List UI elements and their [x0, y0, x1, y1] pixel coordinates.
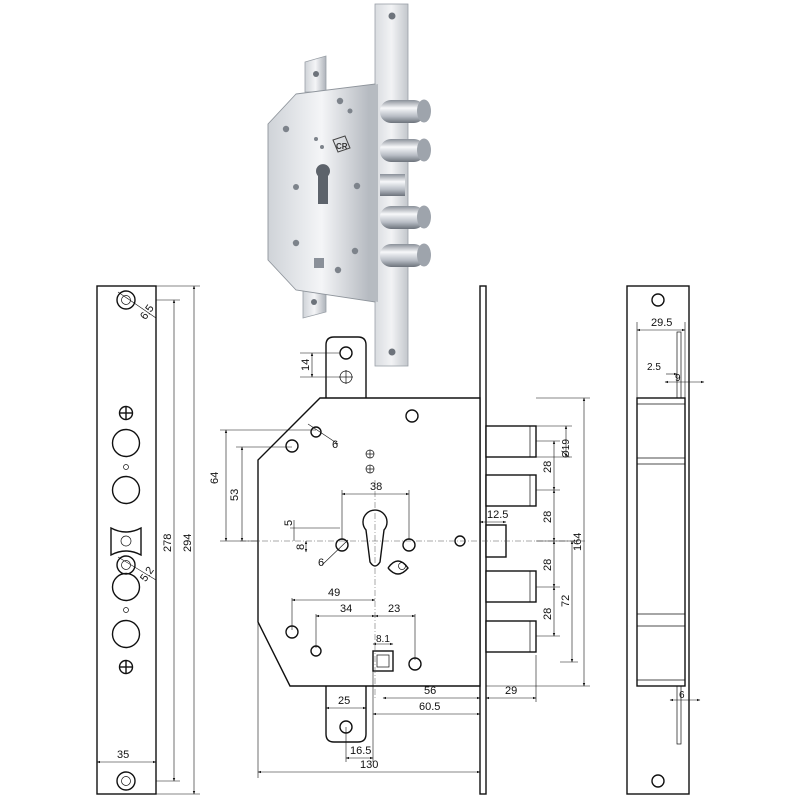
dim-56: 56 — [424, 685, 436, 697]
dim-2-5: 2.5 — [647, 362, 661, 373]
dim-28-c: 28 — [542, 559, 554, 571]
follower-square — [372, 650, 394, 672]
render-logo: CR — [332, 135, 351, 153]
plate-screw-hole-top — [116, 290, 136, 310]
render-screw-hole — [388, 12, 396, 20]
dim-16-5: 16.5 — [350, 745, 371, 757]
front-plate-outline — [96, 285, 157, 795]
side-body — [636, 397, 686, 687]
body-top-tab — [325, 336, 367, 398]
body-bolts — [485, 425, 537, 653]
forend-strip — [479, 285, 487, 795]
dim-130: 130 — [360, 759, 378, 771]
plus-hole-icon — [118, 405, 134, 421]
side-top-pin — [676, 331, 682, 399]
lock-render: CR — [267, 3, 431, 367]
dim-49: 49 — [328, 587, 340, 599]
dim-53: 53 — [229, 489, 241, 501]
plate-bolt-hole — [111, 572, 141, 602]
render-follower — [314, 258, 324, 268]
dim-25: 25 — [338, 695, 350, 707]
dim-28-d: 28 — [542, 608, 554, 620]
render-bolt — [380, 100, 425, 123]
side-view: 29.5 2.5 9 6 — [626, 285, 705, 795]
dim-29: 29 — [505, 685, 517, 697]
dim-6-mid: 6 — [318, 557, 324, 569]
plate-latch-opening — [110, 526, 142, 557]
dim-64: 64 — [209, 472, 221, 484]
render-bolt — [380, 139, 425, 162]
dim-8-1: 8.1 — [376, 634, 390, 645]
body-bolt — [485, 570, 537, 603]
render-latch — [380, 174, 405, 196]
plate-screw-hole-bottom — [116, 771, 136, 791]
dim-6-side: 6 — [679, 690, 685, 701]
cylinder-opening — [362, 509, 388, 567]
case-outline — [257, 397, 481, 687]
dim-34: 34 — [340, 603, 352, 615]
render-bolt — [380, 206, 425, 229]
body-bolt — [485, 620, 537, 653]
body-bolt — [485, 425, 537, 458]
dim-38: 38 — [370, 481, 382, 493]
logo-text: CR — [336, 142, 348, 151]
dim-72: 72 — [560, 595, 572, 607]
dim-plate-width: 35 — [117, 749, 129, 761]
dim-164: 164 — [572, 533, 584, 551]
dim-23: 23 — [388, 603, 400, 615]
dim-9: 9 — [675, 373, 681, 384]
render-bolts — [380, 99, 431, 267]
render-screw-hole — [388, 348, 396, 356]
dim-plate-294: 294 — [182, 534, 194, 552]
dim-28-b: 28 — [542, 511, 554, 523]
plate-bolt-hole — [111, 428, 141, 458]
render-bolt — [380, 244, 425, 267]
plate-bolt-hole — [111, 475, 141, 505]
dim-5: 5 — [283, 520, 295, 526]
plus-hole-icon — [118, 659, 134, 675]
dim-29-5: 29.5 — [651, 317, 672, 329]
lock-body-view: 14 6 — [209, 285, 590, 795]
dim-28-a: 28 — [542, 461, 554, 473]
render-cylinder-hole — [316, 164, 331, 204]
body-bolt — [485, 474, 537, 507]
front-plate-view: 6.5 5.2 35 278 — [96, 285, 200, 795]
dim-diameter-19: Ø19 — [561, 439, 572, 458]
dim-12-5: 12.5 — [487, 509, 508, 521]
dim-6-top: 6 — [332, 439, 338, 451]
plate-bolt-hole — [111, 619, 141, 649]
dim-plate-278: 278 — [162, 534, 174, 552]
dim-60-5: 60.5 — [419, 701, 440, 713]
side-bottom-pin — [676, 685, 682, 745]
dim-14: 14 — [300, 359, 312, 371]
dim-8: 8 — [295, 544, 307, 550]
